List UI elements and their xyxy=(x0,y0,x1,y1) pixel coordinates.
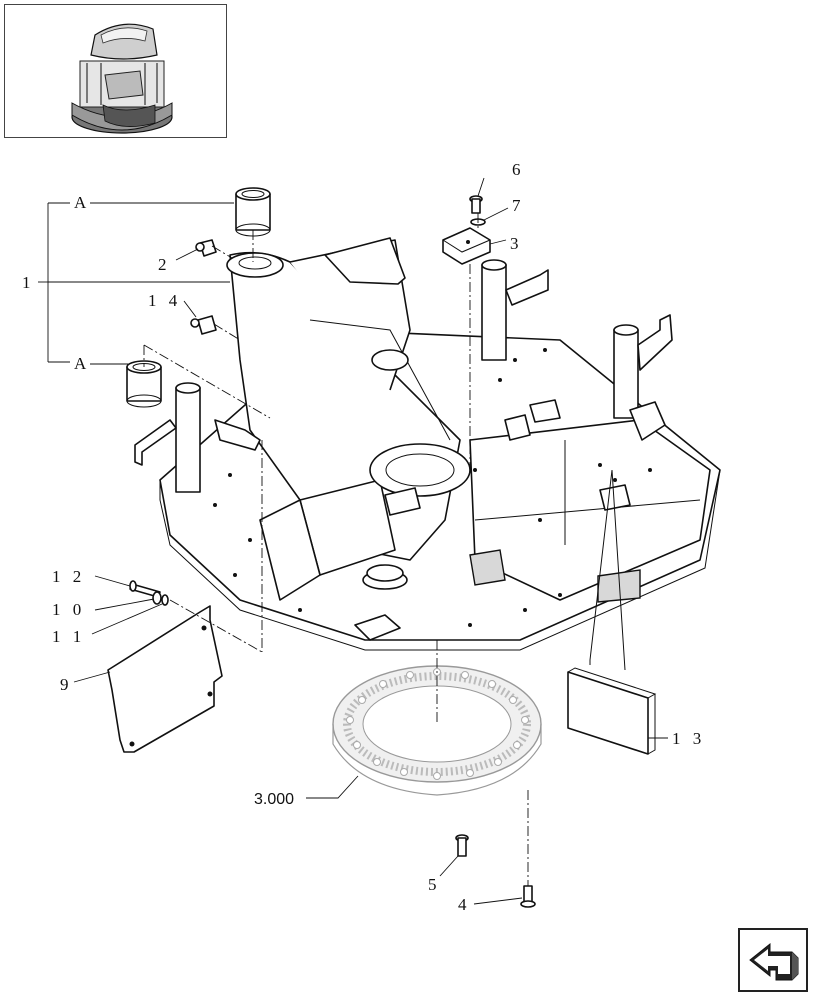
callout-1: 1 xyxy=(22,273,35,292)
callout-6: 6 xyxy=(512,160,525,179)
callout-a-bottom: A xyxy=(74,354,90,373)
callout-14: 1 4 xyxy=(148,291,181,310)
grease-fitting-2 xyxy=(195,239,217,257)
bushing-lower xyxy=(126,360,162,408)
grease-fitting-14 xyxy=(190,315,217,335)
callout-3: 3 xyxy=(510,234,523,253)
slewing-ring xyxy=(332,665,542,796)
washer-11 xyxy=(161,594,169,606)
callout-labels: 1 A A 2 1 4 6 7 3 1 2 1 0 1 1 9 1 3 3.00… xyxy=(22,160,705,914)
plate-3 xyxy=(442,227,491,265)
callout-3000: 3.000 xyxy=(254,791,294,808)
callout-10: 1 0 xyxy=(52,600,85,619)
return-button[interactable] xyxy=(738,928,808,992)
bolt-6 xyxy=(469,195,483,214)
callout-a-top: A xyxy=(74,193,90,212)
callout-12: 1 2 xyxy=(52,567,85,586)
callout-13: 1 3 xyxy=(672,729,705,748)
return-arrow-icon xyxy=(749,942,799,981)
bolt-4 xyxy=(520,885,536,908)
turntable-frame xyxy=(159,239,721,651)
frame-posts xyxy=(134,237,673,493)
pad-13 xyxy=(567,667,657,755)
callout-7: 7 xyxy=(512,196,525,215)
callout-2: 2 xyxy=(158,255,171,274)
bushing-upper xyxy=(235,187,271,237)
callout-11: 1 1 xyxy=(52,627,85,646)
callout-9: 9 xyxy=(60,675,73,694)
assembly-lines xyxy=(143,213,626,886)
callout-4: 4 xyxy=(458,895,471,914)
machine-overview-icon xyxy=(71,23,173,134)
leader-lines xyxy=(38,177,668,905)
cover-plate-9 xyxy=(107,605,223,753)
callout-5: 5 xyxy=(428,875,441,894)
washer-10 xyxy=(152,591,162,605)
bolt-5 xyxy=(455,834,469,857)
overview-thumbnail[interactable] xyxy=(4,4,227,138)
